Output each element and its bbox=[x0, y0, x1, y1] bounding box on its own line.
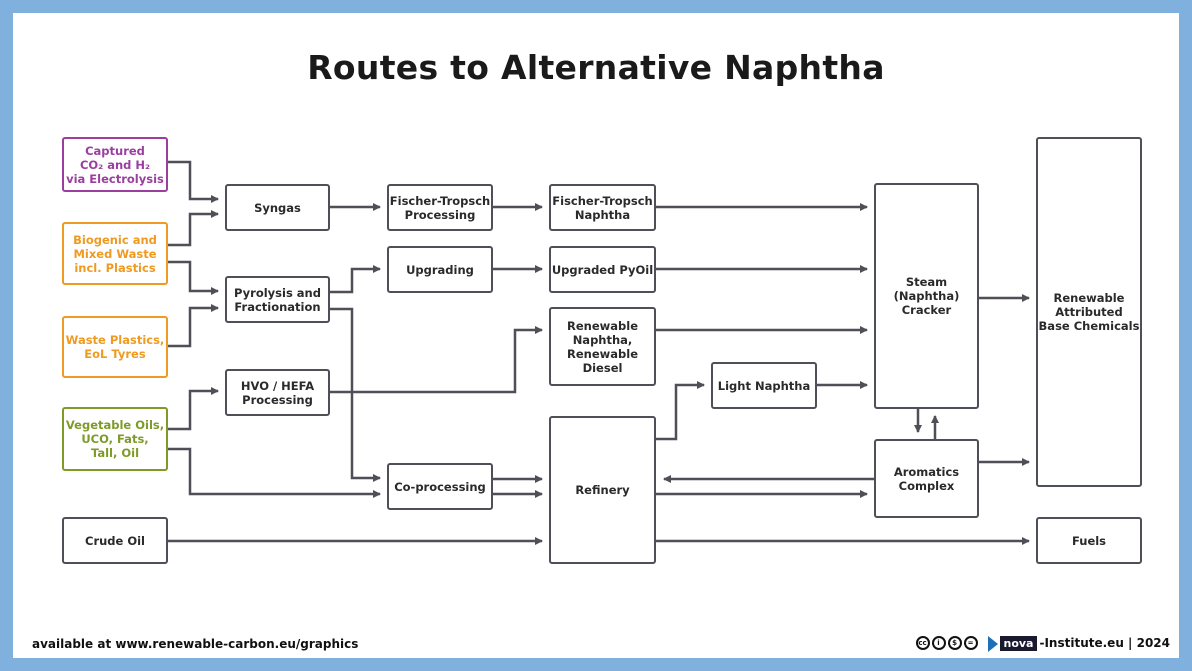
node-pyrolysis: Pyrolysis and Fractionation bbox=[225, 276, 330, 323]
by-icon: i bbox=[931, 636, 946, 650]
node-refinery: Refinery bbox=[549, 416, 656, 564]
node-ft-processing: Fischer-Tropsch Processing bbox=[387, 184, 493, 231]
node-hvo-hefa: HVO / HEFA Processing bbox=[225, 369, 330, 416]
arrow-pyrolysis-to-upgrading bbox=[330, 265, 381, 294]
node-steam-cracker: Steam (Naphtha) Cracker bbox=[874, 183, 979, 409]
node-upgraded-pyoil: Upgraded PyOil bbox=[549, 246, 656, 293]
node-captured-co2: Captured CO₂ and H₂ via Electrolysis bbox=[62, 137, 168, 192]
node-light-naphtha: Light Naphtha bbox=[711, 362, 817, 409]
nova-logo-icon: nova bbox=[986, 634, 1038, 652]
node-crude-oil: Crude Oil bbox=[62, 517, 168, 564]
arrow-biogenic-to-pyrolysis bbox=[168, 260, 219, 295]
arrow-veg-to-hvo bbox=[168, 387, 219, 431]
nc-icon: $ bbox=[947, 636, 962, 650]
footer-source-link[interactable]: available at www.renewable-carbon.eu/gra… bbox=[32, 637, 359, 651]
node-upgrading: Upgrading bbox=[387, 246, 493, 293]
cc-icon: cc bbox=[915, 636, 930, 650]
node-renewable-naphtha: Renewable Naphtha, Renewable Diesel bbox=[549, 307, 656, 386]
footer-institute-year: -Institute.eu | 2024 bbox=[1039, 636, 1170, 650]
node-fuels: Fuels bbox=[1036, 517, 1142, 564]
footer-credit: cc i $ = nova -Institute.eu | 2024 bbox=[915, 634, 1170, 652]
node-co-processing: Co-processing bbox=[387, 463, 493, 510]
arrow-waste-to-pyrolysis bbox=[168, 304, 219, 348]
arrow-veg-to-coproc bbox=[168, 447, 381, 498]
node-waste-plastics: Waste Plastics, EoL Tyres bbox=[62, 316, 168, 378]
arrow-biogenic-to-syngas bbox=[168, 210, 219, 247]
node-biogenic-waste: Biogenic and Mixed Waste incl. Plastics bbox=[62, 222, 168, 285]
arrow-captured-to-syngas bbox=[168, 160, 219, 203]
nd-icon: = bbox=[963, 636, 978, 650]
node-aromatics-complex: Aromatics Complex bbox=[874, 439, 979, 518]
diagram-title: Routes to Alternative Naphtha bbox=[307, 48, 885, 87]
arrow-refinery-to-lightnaphtha bbox=[656, 381, 705, 441]
arrow-hvo-to-renewable bbox=[330, 326, 543, 394]
node-renewable-base-chemicals: Renewable Attributed Base Chemicals bbox=[1036, 137, 1142, 487]
node-ft-naphtha: Fischer-Tropsch Naphtha bbox=[549, 184, 656, 231]
node-vegetable-oils: Vegetable Oils, UCO, Fats, Tall, Oil bbox=[62, 407, 168, 471]
node-syngas: Syngas bbox=[225, 184, 330, 231]
nova-sail-icon bbox=[987, 636, 998, 652]
arrow-pyrolysis-to-coproc bbox=[330, 307, 381, 482]
nova-logo-text: nova bbox=[999, 635, 1038, 651]
